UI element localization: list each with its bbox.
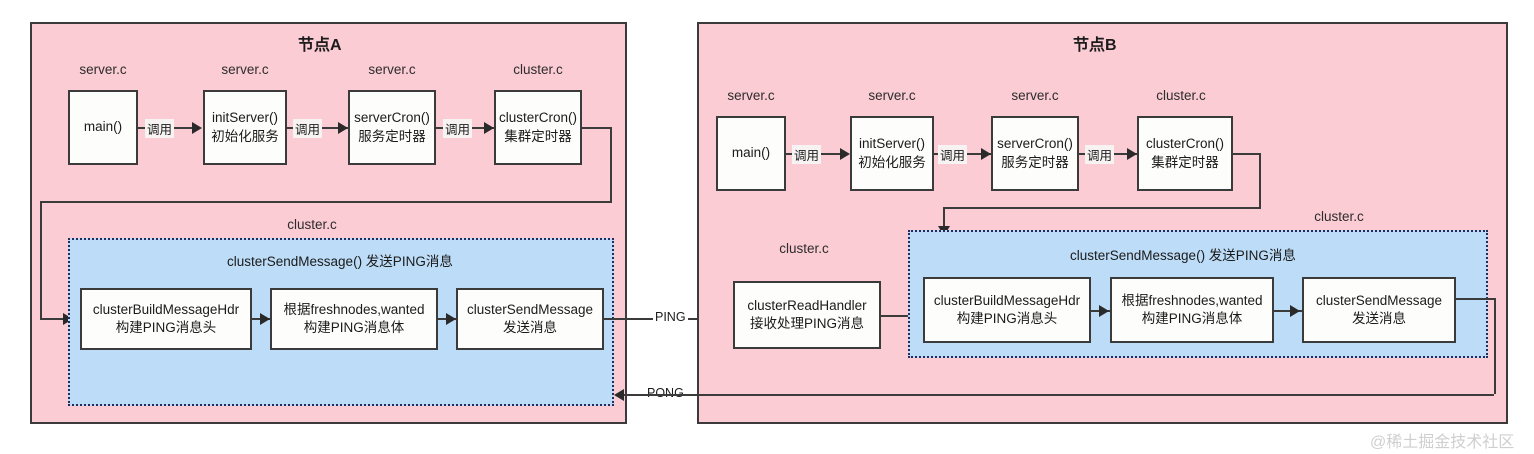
node-b-box-clustercron-line2: 集群定时器 [1151, 154, 1219, 170]
node-b-file-label-1: server.c [868, 88, 916, 103]
node-b-box-readhandler-line1: clusterReadHandler [747, 297, 867, 313]
pong-arrowhead [614, 389, 624, 401]
node-a-call-label-2: 调用 [443, 119, 473, 138]
node-b-box-servercron-line1: serverCron() [997, 136, 1073, 152]
pong-path-top [1456, 298, 1496, 300]
node-a-file-label-3: cluster.c [513, 62, 563, 77]
node-a-box-initserver[interactable]: initServer() 初始化服务 [203, 90, 287, 165]
node-a-arrowhead-0 [192, 122, 202, 134]
node-a-call-label-1: 调用 [293, 119, 323, 138]
node-b-arrowhead-2 [1127, 148, 1137, 160]
node-b-region-box-2-line1: clusterSendMessage [1315, 292, 1443, 308]
node-b-region-box-0-line1: clusterBuildMessageHdr [933, 292, 1081, 308]
node-a-title: 节点A [298, 37, 342, 54]
node-b-region-box-1[interactable]: 根据freshnodes,wanted 构建PING消息体 [1110, 277, 1274, 343]
node-a-box-main-line1: main() [83, 119, 123, 135]
node-a-loop-bottom [40, 201, 612, 203]
node-a-region-box-2[interactable]: clusterSendMessage 发送消息 [456, 288, 604, 350]
node-b-box-initserver-line2: 初始化服务 [858, 154, 926, 170]
node-a-box-servercron[interactable]: serverCron() 服务定时器 [348, 90, 436, 165]
node-b-file-label-3: cluster.c [1156, 88, 1206, 103]
node-b-box-clustercron[interactable]: clusterCron() 集群定时器 [1137, 116, 1233, 191]
node-a-region-box-2-line1: clusterSendMessage [466, 301, 594, 317]
node-b-region-box-2[interactable]: clusterSendMessage 发送消息 [1302, 277, 1456, 343]
pong-label: PONG [645, 386, 686, 400]
node-a-file-label-0: server.c [79, 62, 127, 77]
node-b-region-box-1-line1: 根据freshnodes,wanted [1121, 292, 1263, 308]
node-a-arrowhead-1 [338, 122, 348, 134]
node-b-box-servercron[interactable]: serverCron() 服务定时器 [991, 116, 1079, 191]
node-a-region-arrowhead-1 [446, 313, 456, 325]
node-b-readhandler-out [881, 315, 923, 317]
node-b-region-box-0-line2: 构建PING消息头 [956, 311, 1058, 326]
node-a-region-box-2-line2: 发送消息 [502, 320, 557, 335]
node-b-arrowhead-0 [840, 148, 850, 160]
node-b-box-servercron-line2: 服务定时器 [1001, 154, 1069, 170]
node-a-region-box-1-line1: 根据freshnodes,wanted [283, 301, 425, 317]
node-b-region-box-0[interactable]: clusterBuildMessageHdr 构建PING消息头 [923, 277, 1091, 343]
node-a-file-label-1: server.c [221, 62, 269, 77]
node-b-box-readhandler-line2: 接收处理PING消息 [749, 316, 864, 331]
node-b-loop-top [1233, 153, 1261, 155]
node-a-box-clustercron-line2: 集群定时器 [504, 128, 572, 144]
node-a-call-label-0: 调用 [145, 119, 175, 138]
node-a-region-arrowhead-0 [260, 313, 270, 325]
node-a-box-clustercron[interactable]: clusterCron() 集群定时器 [494, 90, 582, 165]
node-a-region-box-1-line2: 构建PING消息体 [303, 320, 405, 335]
node-a-loop-left [40, 201, 42, 319]
node-b-region-caption: clusterSendMessage() 发送PING消息 [1070, 248, 1296, 263]
node-a-region-box-0-line1: clusterBuildMessageHdr [92, 301, 240, 317]
node-b-region-box-1-line2: 构建PING消息体 [1141, 311, 1243, 326]
pong-path-right [1494, 298, 1496, 394]
watermark: @稀土掘金技术社区 [1370, 434, 1515, 451]
node-a-region-box-0[interactable]: clusterBuildMessageHdr 构建PING消息头 [80, 288, 252, 350]
node-b-region-box-2-line2: 发送消息 [1351, 311, 1406, 326]
node-b-box-clustercron-line1: clusterCron() [1145, 136, 1224, 152]
node-a-region-file-label: cluster.c [287, 217, 337, 232]
node-a-box-main[interactable]: main() [68, 90, 138, 165]
node-a-box-initserver-line2: 初始化服务 [211, 128, 279, 144]
node-b-file-label-2: server.c [1011, 88, 1059, 103]
node-b-panel [697, 22, 1508, 424]
node-b-readhandler-file-label: cluster.c [779, 241, 829, 256]
ping-label: PING [653, 310, 688, 324]
node-b-loop-bottom [943, 207, 1261, 209]
node-b-region-file-label: cluster.c [1314, 209, 1364, 224]
node-b-call-label-2: 调用 [1085, 145, 1115, 164]
node-b-box-initserver-line1: initServer() [858, 136, 925, 152]
node-a-file-label-2: server.c [368, 62, 416, 77]
node-a-arrowhead-2 [484, 122, 494, 134]
node-b-call-label-0: 调用 [792, 145, 822, 164]
node-b-box-initserver[interactable]: initServer() 初始化服务 [850, 116, 934, 191]
node-b-title: 节点B [1073, 37, 1117, 54]
pong-path-bottom [624, 394, 1494, 396]
node-b-file-label-0: server.c [727, 88, 775, 103]
node-b-box-main[interactable]: main() [716, 116, 786, 191]
node-a-loop-entry [40, 318, 70, 320]
node-b-box-main-line1: main() [731, 145, 771, 161]
node-a-box-initserver-line1: initServer() [211, 110, 278, 126]
node-b-arrowhead-1 [981, 148, 991, 160]
node-a-loop-right [610, 127, 612, 203]
node-a-loop-top [582, 127, 612, 129]
node-a-box-servercron-line2: 服务定时器 [358, 128, 426, 144]
node-a-region-box-1[interactable]: 根据freshnodes,wanted 构建PING消息体 [270, 288, 438, 350]
node-a-region-box-0-line2: 构建PING消息头 [115, 320, 217, 335]
node-b-region-arrowhead-0 [1099, 305, 1109, 317]
node-a-box-clustercron-line1: clusterCron() [498, 110, 577, 126]
node-a-box-servercron-line1: serverCron() [354, 110, 430, 126]
node-a-region-caption: clusterSendMessage() 发送PING消息 [227, 254, 453, 269]
node-b-call-label-1: 调用 [938, 145, 968, 164]
node-b-loop-right [1259, 153, 1261, 209]
node-b-loop-down [943, 207, 945, 229]
node-b-box-readhandler[interactable]: clusterReadHandler 接收处理PING消息 [733, 281, 881, 349]
node-b-region-arrowhead-1 [1290, 305, 1300, 317]
node-b-region-connector-1 [1274, 310, 1302, 312]
